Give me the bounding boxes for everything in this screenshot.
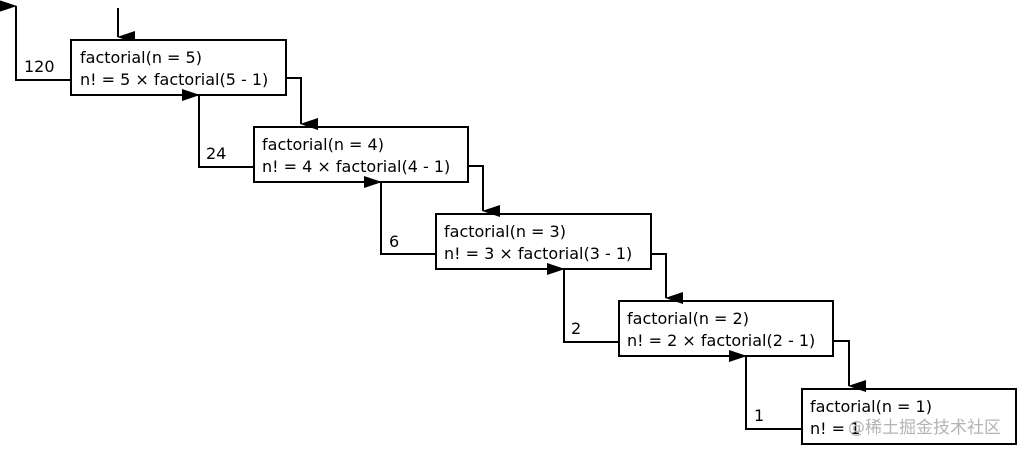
frame-expression: n! = 3 × factorial(3 - 1) <box>444 244 632 263</box>
return-arrow-5 <box>0 0 71 81</box>
return-arrow-1 <box>729 350 802 430</box>
frame-box <box>801 388 1017 445</box>
call-arrow-4-to-3 <box>468 165 500 217</box>
return-value-label: 1 <box>754 406 764 425</box>
call-frame-n5: factorial(n = 5) n! = 5 × factorial(5 - … <box>70 39 287 96</box>
call-arrow-5-to-4 <box>286 77 318 130</box>
call-frame-n3: factorial(n = 3) n! = 3 × factorial(3 - … <box>435 213 652 270</box>
frame-box <box>618 300 834 357</box>
return-arrow-3 <box>364 176 436 255</box>
return-arrow-2 <box>547 263 619 343</box>
frame-box <box>70 39 287 96</box>
return-value-label: 6 <box>389 232 399 251</box>
call-frame-n2: factorial(n = 2) n! = 2 × factorial(2 - … <box>618 300 834 357</box>
return-value-label: 2 <box>571 319 581 338</box>
frame-box <box>253 126 469 183</box>
frame-call-label: factorial(n = 5) <box>80 48 202 67</box>
frame-box <box>435 213 652 270</box>
call-frame-n1: factorial(n = 1) n! = 1 <box>801 388 1017 445</box>
frame-expression: n! = 1 <box>810 419 860 438</box>
frame-call-label: factorial(n = 1) <box>810 397 932 416</box>
return-value-label: 24 <box>206 144 226 163</box>
return-value-label: 120 <box>24 57 55 76</box>
call-arrow-3-to-2 <box>651 253 683 304</box>
watermark: @稀土掘金技术社区 <box>848 418 1001 438</box>
frame-expression: n! = 5 × factorial(5 - 1) <box>80 70 268 89</box>
call-frame-n4: factorial(n = 4) n! = 4 × factorial(4 - … <box>253 126 469 183</box>
frame-expression: n! = 2 × factorial(2 - 1) <box>627 331 815 350</box>
return-arrow-4 <box>182 89 254 168</box>
frame-expression: n! = 4 × factorial(4 - 1) <box>262 157 450 176</box>
call-arrow-2-to-1 <box>833 340 866 392</box>
frame-call-label: factorial(n = 4) <box>262 135 384 154</box>
frame-call-label: factorial(n = 2) <box>627 309 749 328</box>
frame-call-label: factorial(n = 3) <box>444 222 566 241</box>
